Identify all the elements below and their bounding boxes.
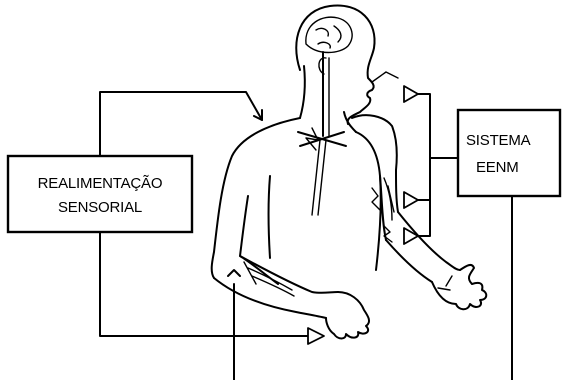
electrode-mark-face xyxy=(372,72,398,82)
arm-sensor-arrow xyxy=(228,270,240,276)
torso-right-side xyxy=(356,132,381,270)
electrode-triangle-forearm xyxy=(404,228,418,244)
electrode-triangle-face xyxy=(404,86,418,102)
torso-left-side xyxy=(269,176,271,258)
stimulation-bus xyxy=(418,94,430,236)
neck-left xyxy=(300,66,305,118)
left-arm-inner xyxy=(240,196,278,284)
injury-spark xyxy=(306,128,318,150)
right-forearm-bottom xyxy=(386,240,432,282)
electrode-triangle-hand xyxy=(308,328,324,344)
right-arm-muscle xyxy=(384,178,394,220)
right-hand xyxy=(432,265,486,309)
nmes-system-box xyxy=(458,110,560,196)
nerve-zigzag-1 xyxy=(372,188,380,210)
head-outline xyxy=(296,5,374,124)
nmes-system-line1: SISTEMA xyxy=(466,132,531,149)
electrode-triangle-upper-arm xyxy=(404,192,418,208)
human-figure xyxy=(212,5,487,338)
electrodes xyxy=(308,72,418,344)
left-hand xyxy=(326,292,369,339)
sensory-feedback-line2: SENSORIAL xyxy=(58,199,142,216)
nmes-system-block: SISTEMA EENM xyxy=(458,110,560,196)
sensory-feedback-box xyxy=(8,156,192,232)
left-forearm-muscle xyxy=(244,262,294,296)
left-forearm-top xyxy=(240,256,338,293)
left-shoulder xyxy=(212,118,300,278)
right-hand-fingers xyxy=(438,276,452,290)
brain-folds xyxy=(316,26,341,48)
sensory-feedback-line1: REALIMENTAÇÃO xyxy=(38,175,163,192)
nmes-system-line2: EENM xyxy=(476,159,519,176)
spinal-cord-lower xyxy=(312,140,326,215)
sensory-feedback-block: REALIMENTAÇÃO SENSORIAL xyxy=(8,156,192,232)
